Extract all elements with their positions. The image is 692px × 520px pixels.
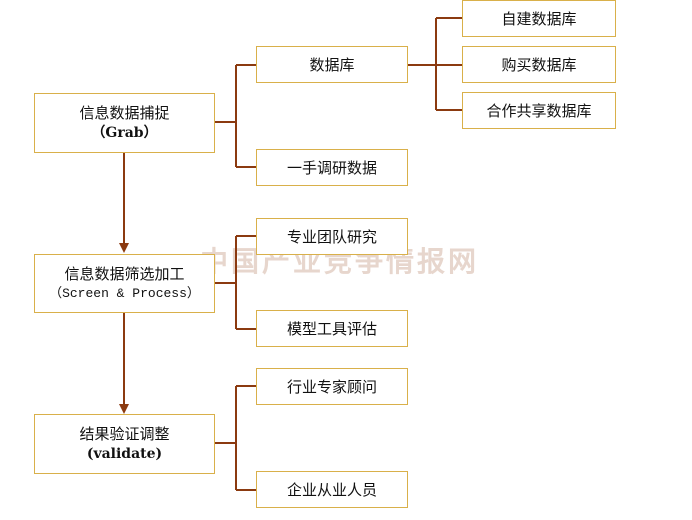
shared-database-box: 合作共享数据库 — [462, 92, 616, 129]
industry-experts-label: 行业专家顾问 — [286, 377, 377, 396]
stage-process-box: 信息数据筛选加工 （Screen & Process） — [34, 254, 215, 313]
firsthand-research-box: 一手调研数据 — [256, 149, 408, 186]
team-research-label: 专业团队研究 — [286, 227, 377, 246]
practitioners-box: 企业从业人员 — [256, 471, 408, 508]
database-label: 数据库 — [309, 55, 355, 74]
practitioners-label: 企业从业人员 — [286, 480, 377, 499]
model-tools-label: 模型工具评估 — [286, 319, 377, 338]
stage-validate-subtitle: (validate) — [86, 446, 163, 462]
stage-process-title: 信息数据筛选加工 — [64, 264, 185, 283]
self-built-database-box: 自建数据库 — [462, 0, 616, 37]
stage-process-subtitle: （Screen & Process） — [49, 285, 200, 301]
firsthand-research-label: 一手调研数据 — [286, 158, 377, 177]
stage-grab-box: 信息数据捕捉 （Grab） — [34, 93, 215, 153]
stage-grab-title: 信息数据捕捉 — [79, 104, 170, 122]
stage-grab-subtitle: （Grab） — [91, 125, 158, 141]
self-built-database-label: 自建数据库 — [501, 9, 577, 28]
stage-validate-box: 结果验证调整 (validate) — [34, 414, 215, 474]
shared-database-label: 合作共享数据库 — [486, 101, 592, 120]
purchased-database-label: 购买数据库 — [501, 55, 577, 74]
team-research-box: 专业团队研究 — [256, 218, 408, 255]
industry-experts-box: 行业专家顾问 — [256, 368, 408, 405]
model-tools-box: 模型工具评估 — [256, 310, 408, 347]
database-box: 数据库 — [256, 46, 408, 83]
stage-validate-title: 结果验证调整 — [79, 425, 170, 443]
purchased-database-box: 购买数据库 — [462, 46, 616, 83]
